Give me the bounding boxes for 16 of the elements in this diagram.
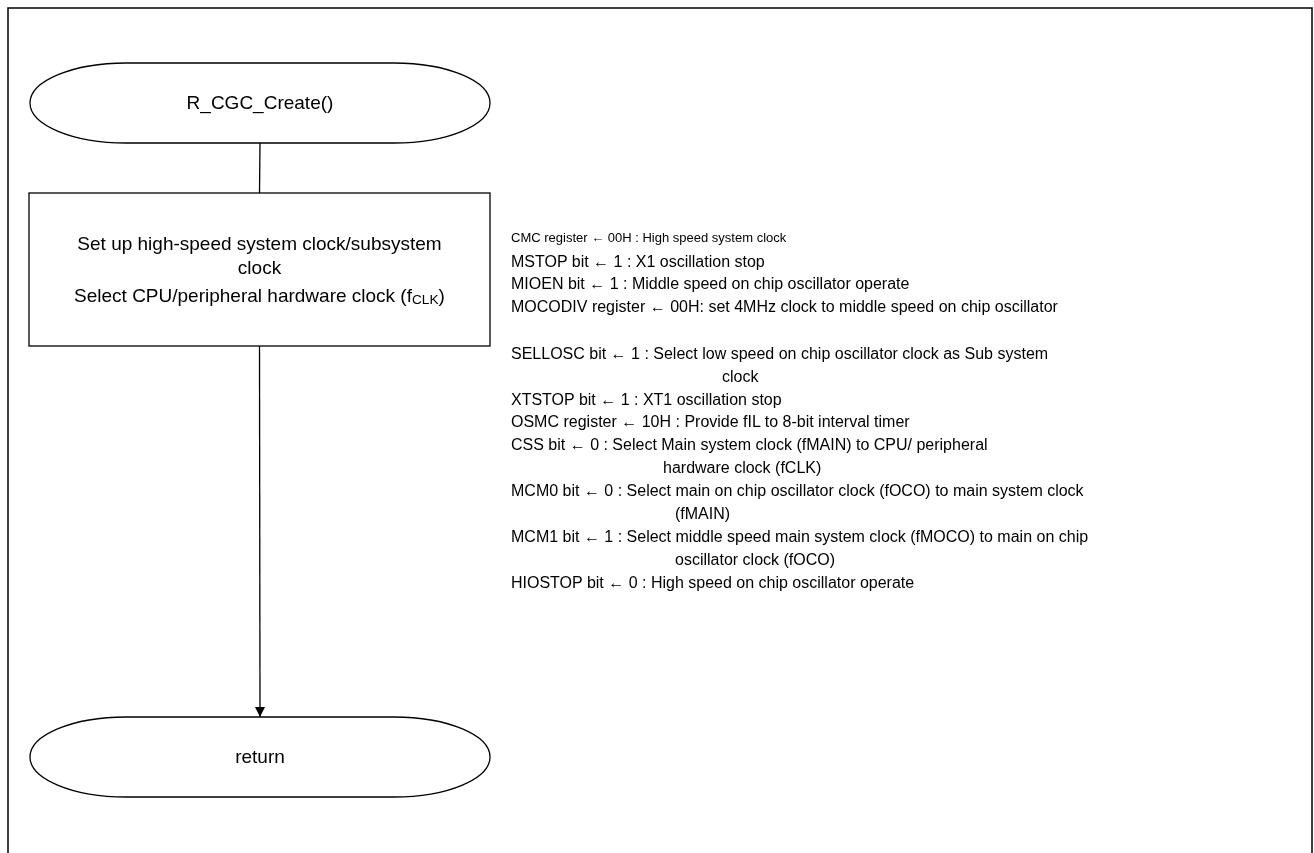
terminal-shape: return [30,717,490,797]
register-setting-note: HIOSTOP bit ← 0 : High speed on chip oscillator operate [511,573,916,593]
register-setting-note: MOCODIV register ← 00H: set 4MHz clock to middle speed on chip oscillator [511,297,1059,317]
arrow [255,345,265,718]
register-setting-note: XTSTOP bit ← 1 : XT1 oscillation stop [511,390,783,410]
register-setting-note: OSMC register ← 10H : Provide fIL to 8-bit interval timer [511,412,911,432]
register-setting-note: MCM1 bit ← 1 : Select middle speed main system clock (fMOCO) to main on chip oscillator clock (fOCO) [511,527,1090,570]
register-setting-note: MSTOP bit ← 1 : X1 oscillation stop [511,252,766,272]
terminal-shape: R_CGC_Create() [30,63,490,143]
register-setting-note: MCM0 bit ← 0 : Select main on chip oscillator clock (fOCO) to main system clock (fMAIN) [511,481,1085,524]
register-setting-note: CMC register ← 00H : High speed system clock [511,229,788,247]
register-setting-note: SELLOSC bit ← 1 : Select low speed on chip oscillator clock as Sub system clock [511,344,1050,387]
process-box: Set up high-speed system clock/subsystem clock Select CPU/peripheral hardware clock (f$_{CLK}$) [29,193,490,346]
register-setting-note: MIOEN bit ← 1 : Middle speed on chip oscillator operate [511,274,911,294]
register-setting-note: CSS bit ← 0 : Select Main system clock (fMAIN) to CPU/ peripheral hardware clock (fCLK) [511,435,989,478]
connector-line [258,142,261,194]
